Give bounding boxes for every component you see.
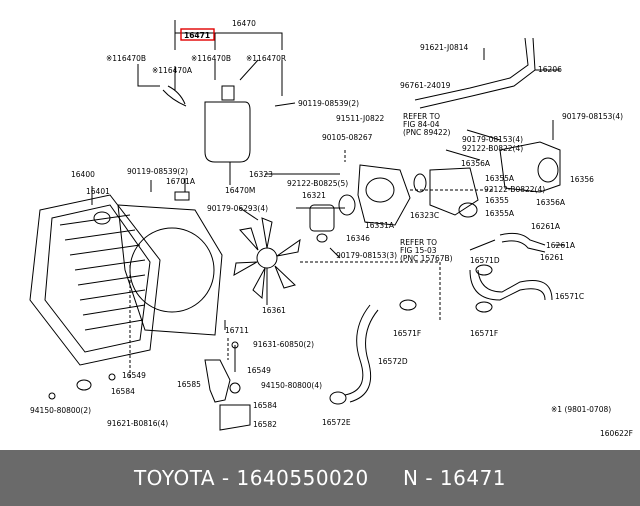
label-90179-08153-b: 90179-08153(4) bbox=[562, 112, 623, 121]
label-16585: 16585 bbox=[177, 380, 201, 389]
label-90105-08267: 90105-08267 bbox=[322, 133, 373, 142]
label-16355a-2: 16355A bbox=[485, 209, 515, 218]
label-16549-1: 16549 bbox=[122, 371, 146, 380]
label-94150-80800-b: 94150-80800(2) bbox=[30, 406, 91, 415]
label-16361: 16361 bbox=[262, 306, 286, 315]
label-refer1-a: REFER TO bbox=[403, 112, 440, 121]
label-90119-08539-a: 90119-08539(2) bbox=[298, 99, 359, 108]
label-16321: 16321 bbox=[302, 191, 326, 200]
label-16470m: 16470M bbox=[225, 186, 255, 195]
label-94150-80800-a: 94150-80800(4) bbox=[261, 381, 322, 390]
label-16401: 16401 bbox=[86, 187, 110, 196]
label-92122-b0825: 92122-B0825(5) bbox=[287, 179, 348, 188]
label-16346: 16346 bbox=[346, 234, 370, 243]
label-91621-j0814: 91621-J0814 bbox=[420, 43, 469, 52]
label-91631-60850: 91631-60850(2) bbox=[253, 340, 314, 349]
label-16582: 16582 bbox=[253, 420, 277, 429]
label-16571d: 16571D bbox=[470, 256, 500, 265]
label-16261a-2: 16261A bbox=[546, 241, 576, 250]
label-16261: 16261 bbox=[540, 253, 564, 262]
label-96761-24019: 96761-24019 bbox=[400, 81, 451, 90]
label-16355a-1: 16355A bbox=[485, 174, 515, 183]
footer-part-text: TOYOTA - 1640550020 N - 16471 bbox=[133, 466, 507, 490]
radiator-shape bbox=[29, 194, 161, 366]
label-16400: 16400 bbox=[71, 170, 95, 179]
label-90179-08153-c: 90179-08153(3) bbox=[336, 251, 397, 260]
label-16471-highlighted: 16471 bbox=[184, 31, 210, 40]
label-92122-b0822-b: 92122-B0822(4) bbox=[484, 185, 545, 194]
label-16571c: 16571C bbox=[555, 292, 584, 301]
label-16584-1: 16584 bbox=[111, 387, 135, 396]
label-refer1-c: (PNC 89422) bbox=[403, 128, 451, 137]
label-refer1-b: FIG 84-04 bbox=[403, 120, 440, 129]
label-16323c: 16323C bbox=[410, 211, 439, 220]
label-91511-j0822: 91511-J0822 bbox=[336, 114, 385, 123]
figure-code: 160622F bbox=[600, 429, 633, 438]
label-90179-06293: 90179-06293(4) bbox=[207, 204, 268, 213]
label-16701a: 16701A bbox=[166, 177, 196, 186]
label-91621-b0816: 91621-B0816(4) bbox=[107, 419, 168, 428]
label-92122-b0822-a: 92122-B0822(4) bbox=[462, 144, 523, 153]
label-90119-08539-b: 90119-08539(2) bbox=[127, 167, 188, 176]
label-16470a-top: ※116470A bbox=[152, 66, 193, 75]
label-16571f-1: 16571F bbox=[393, 329, 421, 338]
label-16711: 16711 bbox=[225, 326, 249, 335]
label-16331a: 16331A bbox=[365, 221, 395, 230]
label-refer2-a: REFER TO bbox=[400, 238, 437, 247]
label-16572d: 16572D bbox=[378, 357, 408, 366]
label-16356a-2: 16356A bbox=[536, 198, 566, 207]
label-refer2-b: FIG 15-03 bbox=[400, 246, 437, 255]
part-number-footer: TOYOTA - 1640550020 N - 16471 bbox=[0, 450, 640, 506]
label-16206: 16206 bbox=[538, 65, 562, 74]
label-refer2-c: (PNC 15767B) bbox=[400, 254, 453, 263]
label-16470: 16470 bbox=[232, 19, 256, 28]
label-16355: 16355 bbox=[485, 196, 509, 205]
reservoir-tank-shape bbox=[204, 101, 251, 163]
fan-shroud-shape bbox=[117, 204, 223, 336]
label-16261a-1: 16261A bbox=[531, 222, 561, 231]
cooling-fan-shape bbox=[233, 217, 301, 300]
label-16572e: 16572E bbox=[322, 418, 351, 427]
label-90179-08153-a: 90179-08153(4) bbox=[462, 135, 523, 144]
label-16356: 16356 bbox=[570, 175, 594, 184]
label-16584-2: 16584 bbox=[253, 401, 277, 410]
parts-diagram: 16470 16471 ※116470B ※116470A ※116470B ※… bbox=[29, 19, 633, 438]
label-16470b: ※116470B bbox=[106, 54, 146, 63]
label-16323: 16323 bbox=[249, 170, 273, 179]
label-16356a-1: 16356A bbox=[461, 159, 491, 168]
label-16571f-2: 16571F bbox=[470, 329, 498, 338]
label-16549-2: 16549 bbox=[247, 366, 271, 375]
label-16470r: ※116470R bbox=[246, 54, 286, 63]
footnote: ※1 (9801-0708) bbox=[551, 405, 611, 414]
label-16470b-2: ※116470B bbox=[191, 54, 231, 63]
